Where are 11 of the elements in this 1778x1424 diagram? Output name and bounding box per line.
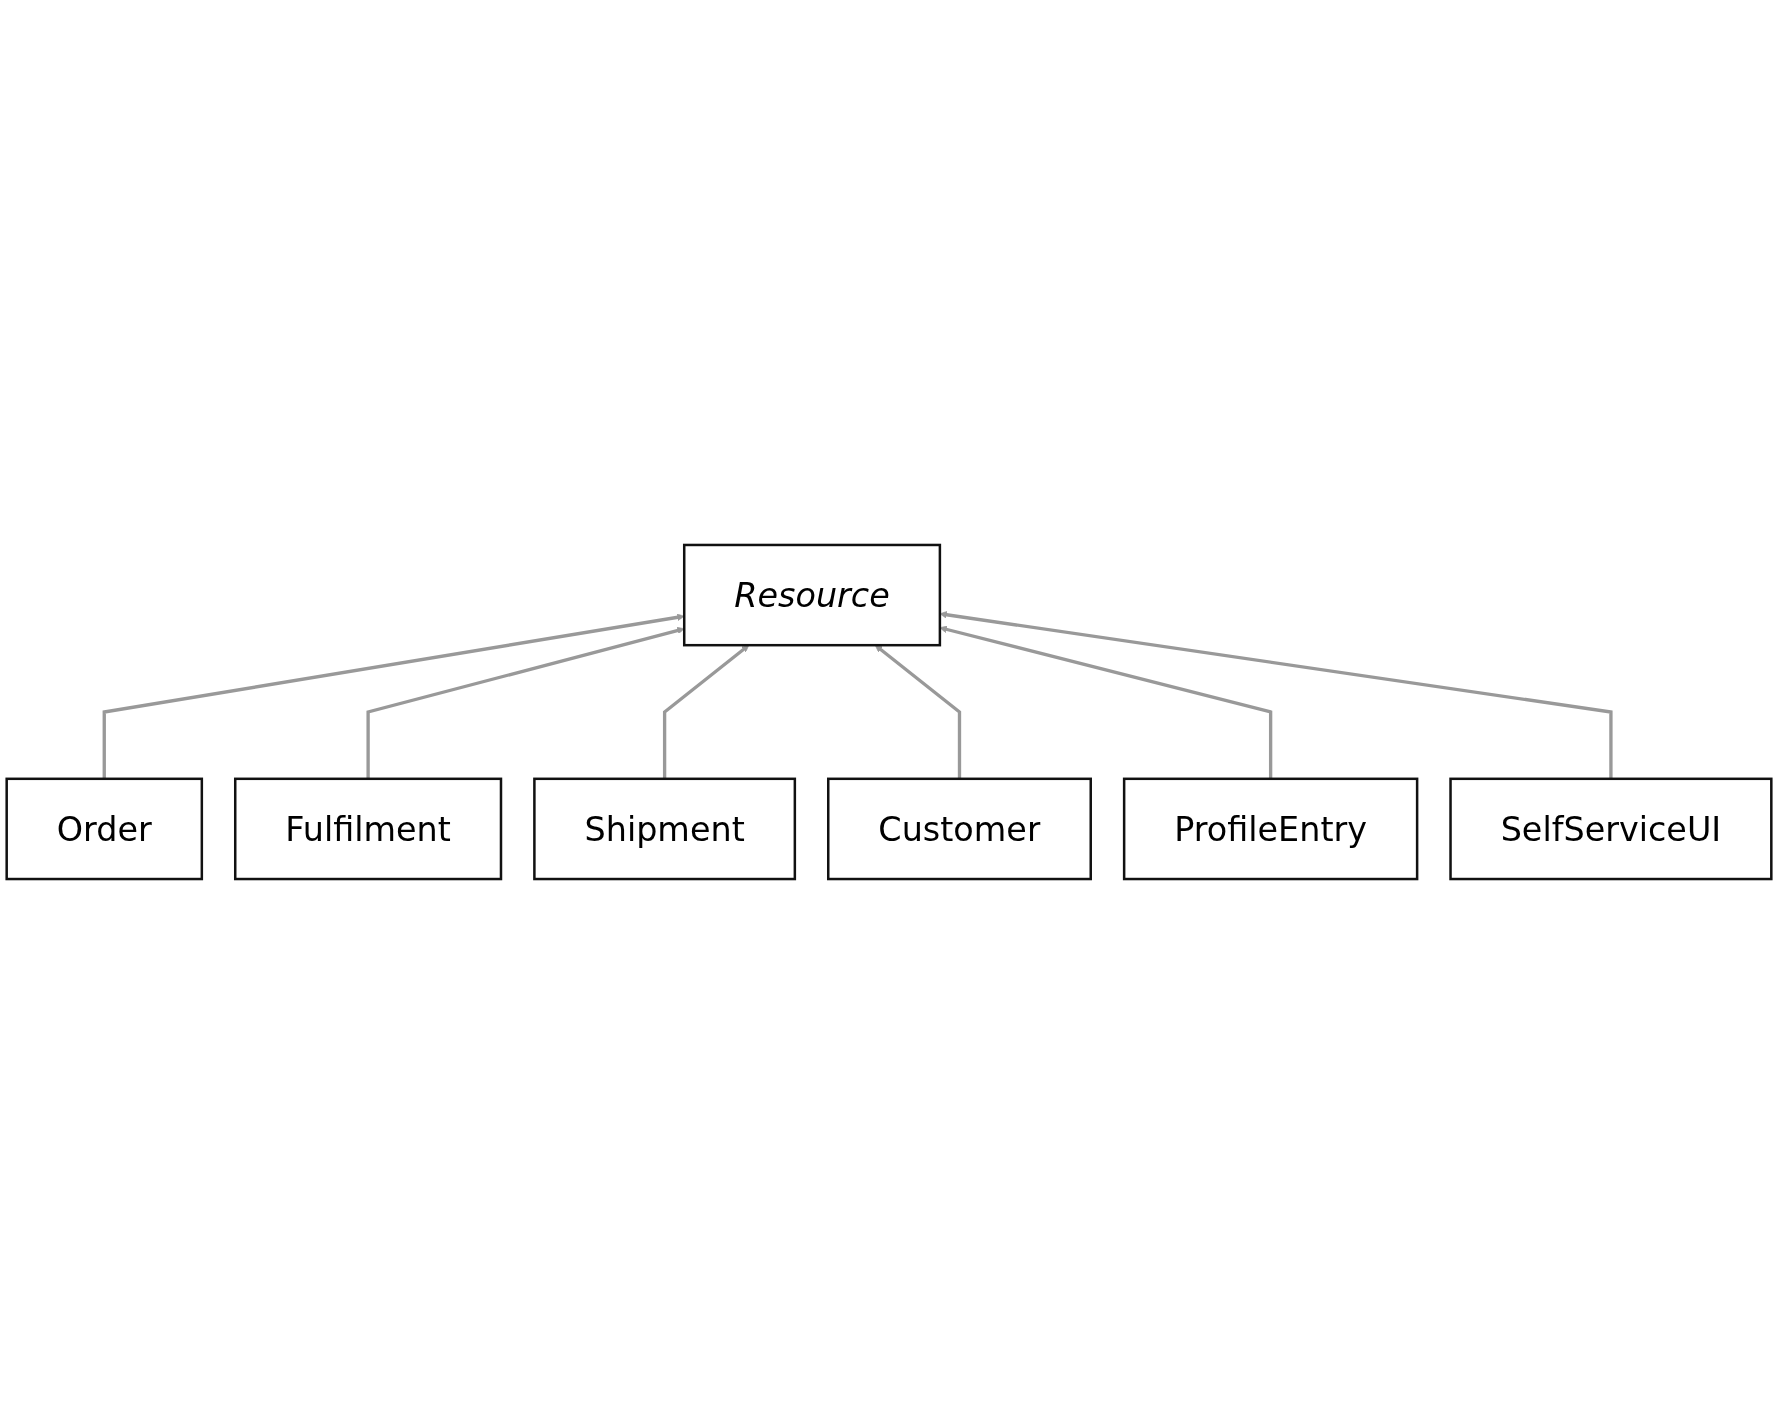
arrow [366,626,685,779]
node-box: Customer [827,777,1092,881]
node-box: Resource [682,543,942,647]
node-box: SelfServiceUI [1449,777,1773,881]
arrow [939,625,1273,779]
arrow [939,611,1613,779]
node-box: ProfileEntry [1122,777,1419,881]
node-box: Shipment [533,777,797,881]
arrow [102,613,685,779]
node-box: Fulfilment [234,777,503,881]
node-box: Order [5,777,204,881]
